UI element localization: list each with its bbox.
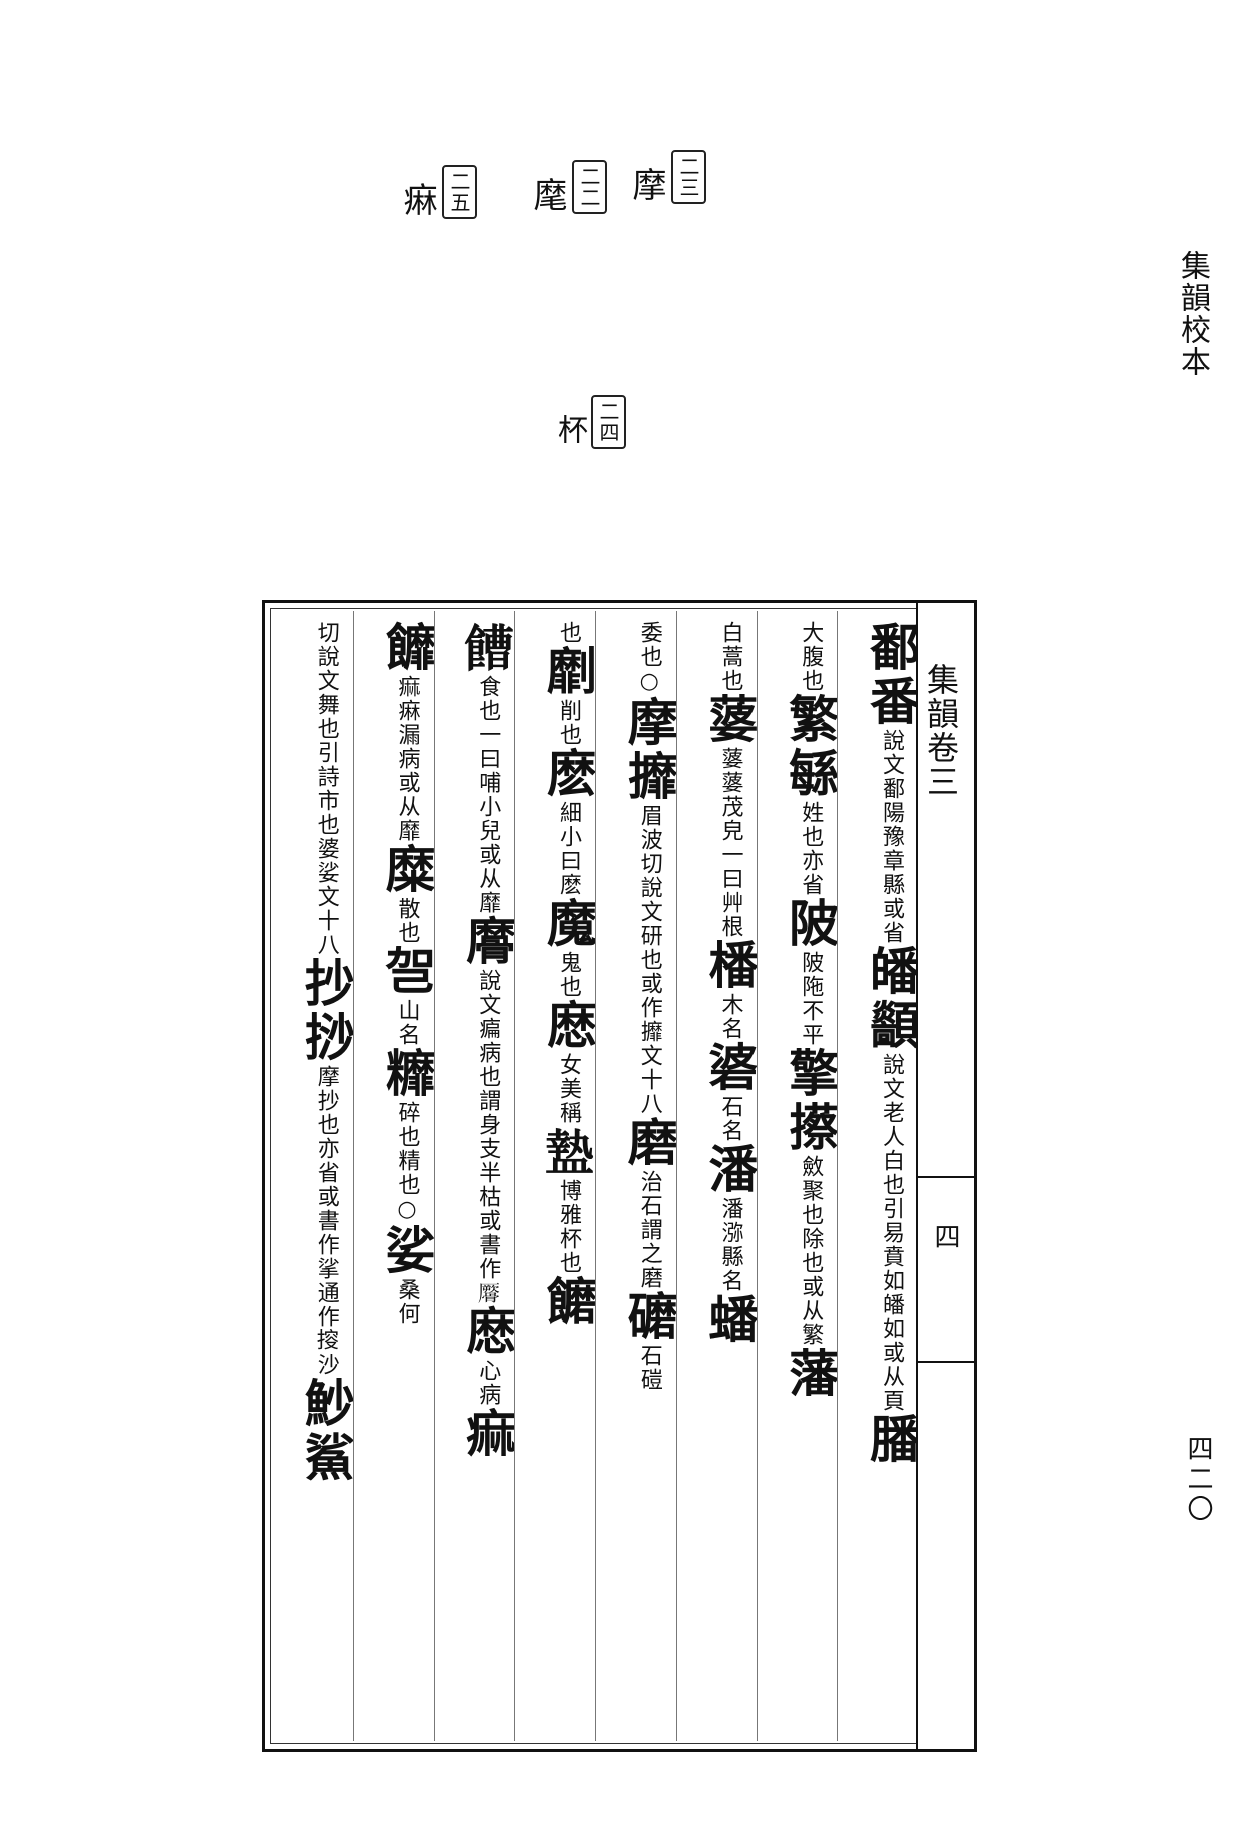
gloss-text: 博雅杯也 <box>556 1179 581 1275</box>
spine-leaf-number: 四 <box>930 1223 960 1249</box>
spine-title: 集韻卷三 <box>922 663 960 799</box>
headword: 劘 <box>539 645 595 699</box>
gloss-text: 山名 <box>394 999 420 1047</box>
spine-rule <box>918 1361 974 1363</box>
gloss-text: 治石謂之磨 <box>636 1170 662 1290</box>
headword: 㠰 <box>377 945 434 999</box>
note-number: 二五 <box>442 165 477 219</box>
headword: 蔢 <box>700 693 757 747</box>
headword: 磨 <box>619 1116 676 1170</box>
note-character: 杯 <box>552 414 587 444</box>
headword: 𩞄 <box>458 621 515 675</box>
text-column: 白蒿也蔢蔢蔢茂皃一曰艸根橎木名碆石名潘潘㳽縣名蟠 <box>675 611 757 1741</box>
gloss-text: 陂陁不平 <box>798 951 824 1047</box>
headword: 魦鯊 <box>296 1377 353 1485</box>
headword: 抄挱 <box>296 957 353 1065</box>
headword: 娑 <box>377 1224 434 1278</box>
gloss-text: 散也 <box>394 897 420 945</box>
note-character: 麾 <box>527 177 567 211</box>
woodblock-page-frame: 集韻卷三 四 鄱番說文鄱陽豫章縣或省皤顲說文老人白也引易賁如皤如或从頁膰大腹也繁… <box>262 600 977 1752</box>
headword: 繁緐 <box>781 693 838 801</box>
collation-note-23: 二三 摩 <box>622 150 706 218</box>
headword: 痲 <box>458 1407 515 1461</box>
headword: 礳 <box>619 1290 676 1344</box>
collation-note-24: 二四 杯 <box>547 395 626 463</box>
headword: 皤顲 <box>862 945 918 1053</box>
gloss-text: 桑何 <box>394 1278 420 1326</box>
headword: 蟠 <box>700 1293 757 1347</box>
text-column: 委也○摩攠眉波切說文研也或作攠文十八磨治石謂之磨礳石磑 <box>595 611 676 1741</box>
gloss-text: 鬼也 <box>556 951 581 999</box>
gloss-text: 說文鄱陽豫章縣或省 <box>879 729 904 945</box>
note-number: 二三 <box>671 150 706 204</box>
headword: 摩攠 <box>619 696 676 804</box>
headword: 𥂕 <box>539 1125 595 1179</box>
headword: 膰 <box>862 1413 918 1467</box>
headword: 擎攃 <box>781 1047 838 1155</box>
collation-note-22: 二二 麾 <box>523 160 607 228</box>
collation-note-25: 二五 痳 <box>393 165 477 233</box>
headword: 碆 <box>700 1041 757 1095</box>
headword: 藩 <box>781 1347 838 1401</box>
gloss-text: 石磑 <box>636 1344 662 1392</box>
headword: 鄱番 <box>862 621 918 729</box>
headword: 陂 <box>781 897 838 951</box>
gloss-text: 女美稱 <box>556 1053 581 1125</box>
headword: 㦄 <box>539 999 595 1053</box>
headword: 麽 <box>539 747 595 801</box>
gloss-text: 木名 <box>717 993 743 1041</box>
gloss-text: 白蒿也 <box>717 621 743 693</box>
gloss-text: 大腹也 <box>798 621 824 693</box>
gloss-text: 細小曰麽 <box>556 801 581 897</box>
headword: 魔 <box>539 897 595 951</box>
gloss-text: 說文老人白也引易賁如皤如或从頁 <box>879 1053 904 1413</box>
note-number: 二二 <box>572 160 607 214</box>
text-column: 𩞄食也一曰哺小兒或从靡䯢說文㾫病也謂身支半枯或書作𩪜㦄心病痲 <box>433 611 515 1741</box>
headword: 䊳 <box>377 1047 434 1101</box>
text-column: 大腹也繁緐姓也亦省陂陂陁不平擎攃斂聚也除也或从繁藩 <box>756 611 838 1741</box>
gloss-text: 石名 <box>717 1095 743 1143</box>
headword: 䭩 <box>377 621 434 675</box>
page-number: 四二〇 <box>1183 1435 1213 1525</box>
gloss-text: 碎也精也○ <box>394 1101 420 1224</box>
gloss-text: 眉波切說文研也或作攠文十八 <box>636 804 662 1116</box>
note-character: 痳 <box>397 182 437 216</box>
running-header: 集韻校本 <box>1175 250 1210 378</box>
gloss-text: 切說文舞也引詩市也婆娑文十八 <box>313 621 339 957</box>
headword: 橎 <box>700 939 757 993</box>
block-spine: 集韻卷三 四 <box>916 603 974 1749</box>
headword: 饝 <box>539 1275 595 1329</box>
text-column: 也劘削也麽細小曰麽魔鬼也㦄女美稱𥂕博雅杯也饝 <box>514 611 595 1741</box>
gloss-text: 斂聚也除也或从繁 <box>798 1155 824 1347</box>
text-columns: 鄱番說文鄱陽豫章縣或省皤顲說文老人白也引易賁如皤如或从頁膰大腹也繁緐姓也亦省陂陂… <box>273 611 918 1741</box>
text-column: 切說文舞也引詩市也婆娑文十八抄挱摩抄也亦省或書作挲通作𢯱沙魦鯊 <box>273 611 353 1741</box>
gloss-text: 心病 <box>475 1359 501 1407</box>
gloss-text: 說文㾫病也謂身支半枯或書作𩪜 <box>475 969 501 1305</box>
text-column: 䭩痲痳漏病或从靡糜散也㠰山名䊳碎也精也○娑桑何 <box>352 611 434 1741</box>
gloss-text: 食也一曰哺小兒或从靡 <box>475 675 501 915</box>
gloss-text: 姓也亦省 <box>798 801 824 897</box>
gloss-text: 痲痳漏病或从靡 <box>394 675 420 843</box>
headword: 潘 <box>700 1143 757 1197</box>
gloss-text: 蔢蔢茂皃一曰艸根 <box>717 747 743 939</box>
gloss-text: 摩抄也亦省或書作挲通作𢯱沙 <box>313 1065 339 1377</box>
note-number: 二四 <box>591 395 626 449</box>
headword: 㦄 <box>458 1305 515 1359</box>
spine-rule <box>918 1176 974 1178</box>
gloss-text: 也 <box>556 621 581 645</box>
text-column: 鄱番說文鄱陽豫章縣或省皤顲說文老人白也引易賁如皤如或从頁膰 <box>837 611 918 1741</box>
note-character: 摩 <box>626 167 666 201</box>
headword: 糜 <box>377 843 434 897</box>
headword: 䯢 <box>458 915 515 969</box>
gloss-text: 削也 <box>556 699 581 747</box>
gloss-text: 委也○ <box>636 621 662 696</box>
gloss-text: 潘㳽縣名 <box>717 1197 743 1293</box>
